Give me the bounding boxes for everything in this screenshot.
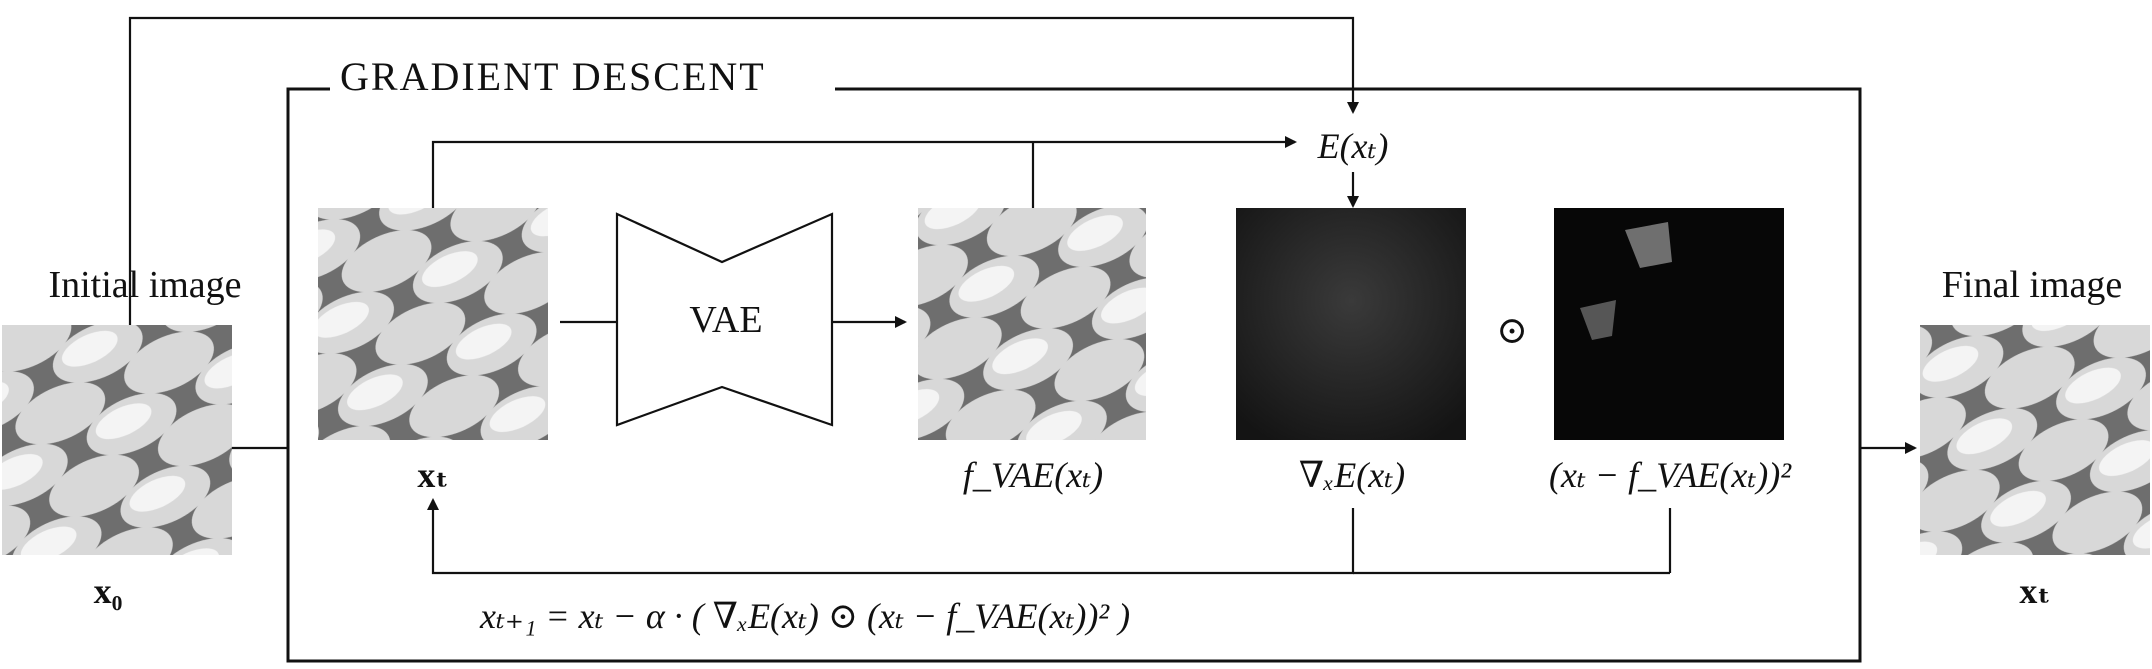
gradient-descent-box: [286, 87, 1862, 663]
sqdiff-label: (xₜ − f_VAE(xₜ))²: [1549, 455, 1792, 495]
feedback-arrow: [427, 498, 1355, 575]
xt-label: xₜ: [417, 455, 448, 495]
final-image: [1920, 325, 2150, 555]
gradient-image: [1236, 208, 1466, 440]
initial-image: [2, 325, 232, 555]
xt-final-label: xₜ: [2019, 571, 2050, 611]
update-rule: xₜ₊₁ = xₜ − α · ( ∇ₓE(xₜ) ⊙ (xₜ − f_VAE(…: [479, 596, 1130, 636]
fvae-label: f_VAE(xₜ): [963, 455, 1103, 495]
x0-label: x₀: [94, 571, 123, 611]
vae-label: VAE: [689, 299, 762, 341]
fvae-image: [918, 208, 1146, 440]
odot-symbol: ⊙: [1496, 310, 1528, 352]
initial-to-energy-arrow: [128, 16, 1359, 325]
initial-image-label: Initial image: [48, 264, 241, 306]
final-image-label: Final image: [1942, 264, 2122, 306]
xt-image: [318, 208, 548, 440]
energy-label: E(xₜ): [1317, 126, 1389, 166]
gradient-label: ∇ₓE(xₜ): [1299, 455, 1405, 495]
xt-to-energy-arrow: [431, 136, 1297, 208]
gradient-descent-title: GRADIENT DESCENT: [340, 54, 766, 99]
vae-block: [615, 212, 834, 427]
